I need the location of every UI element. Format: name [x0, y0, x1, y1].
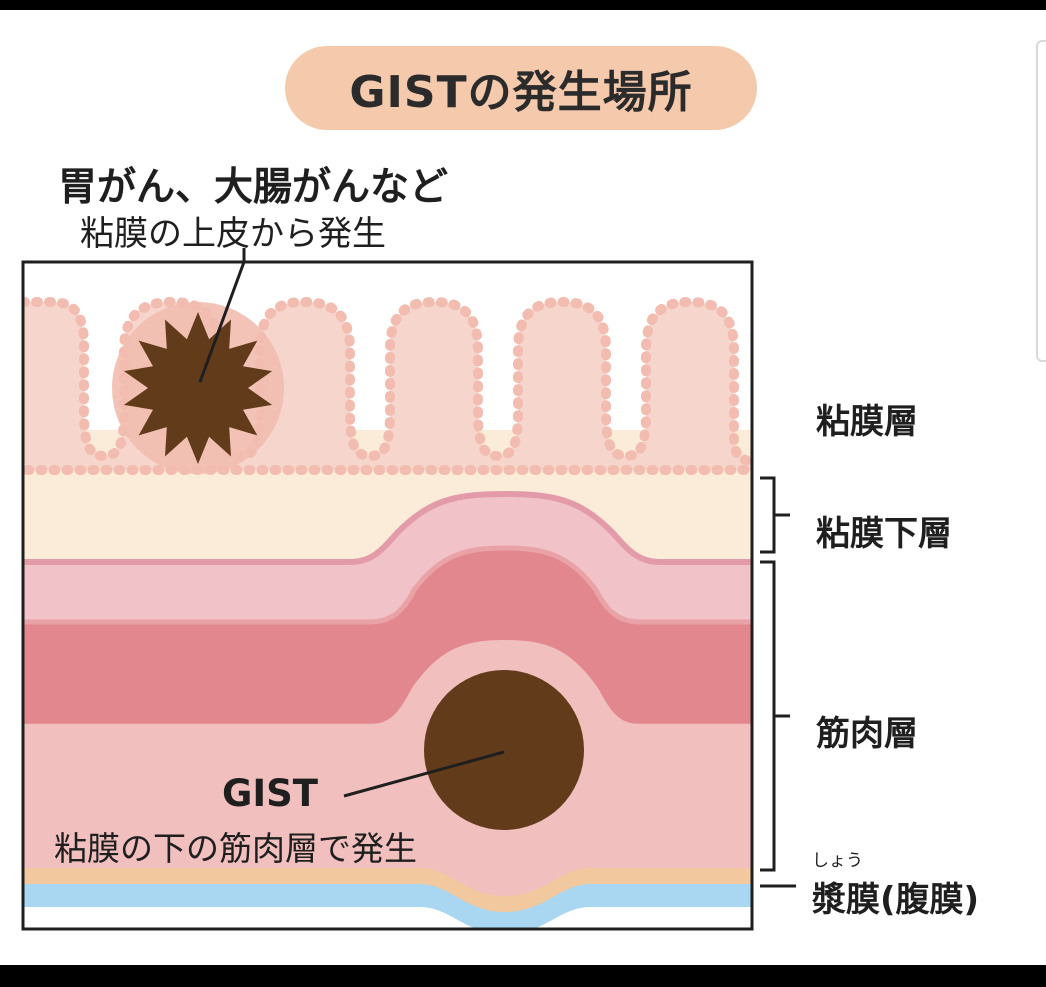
muscle-bracket — [760, 560, 790, 872]
page-title: GISTの発生場所 — [349, 67, 693, 118]
gist-pointer-line — [343, 750, 505, 798]
label-muscle: 筋肉層 — [816, 714, 918, 754]
gist-tumor — [424, 670, 584, 830]
serosa-tan-band — [23, 868, 752, 915]
submucosa-bracket — [760, 476, 790, 554]
diagram-canvas: GISTの発生場所 胃がん、大腸がんなど 粘膜の上皮から発生 — [0, 10, 1046, 965]
epithelial-cancer-tumor — [123, 312, 273, 464]
label-serosa-reading: しょう — [812, 851, 863, 871]
gist-origin-text: 粘膜の下の筋肉層で発生 — [54, 829, 417, 868]
stomach-wall-diagram — [21, 248, 796, 931]
serosa-blue-band — [23, 884, 752, 929]
title-pill: GISTの発生場所 — [285, 46, 757, 130]
side-panel-edge — [1036, 40, 1046, 362]
label-mucosa: 粘膜層 — [816, 402, 918, 442]
diagram-frame — [21, 260, 754, 931]
cancer-heading: 胃がん、大腸がんなど — [58, 165, 449, 210]
label-submucosa: 粘膜下層 — [816, 514, 952, 554]
label-serosa: 漿膜(腹膜) — [812, 880, 980, 920]
cancer-origin-text: 粘膜の上皮から発生 — [80, 214, 386, 254]
cancer-pointer-line — [198, 262, 246, 383]
gist-label: GIST — [222, 772, 319, 815]
